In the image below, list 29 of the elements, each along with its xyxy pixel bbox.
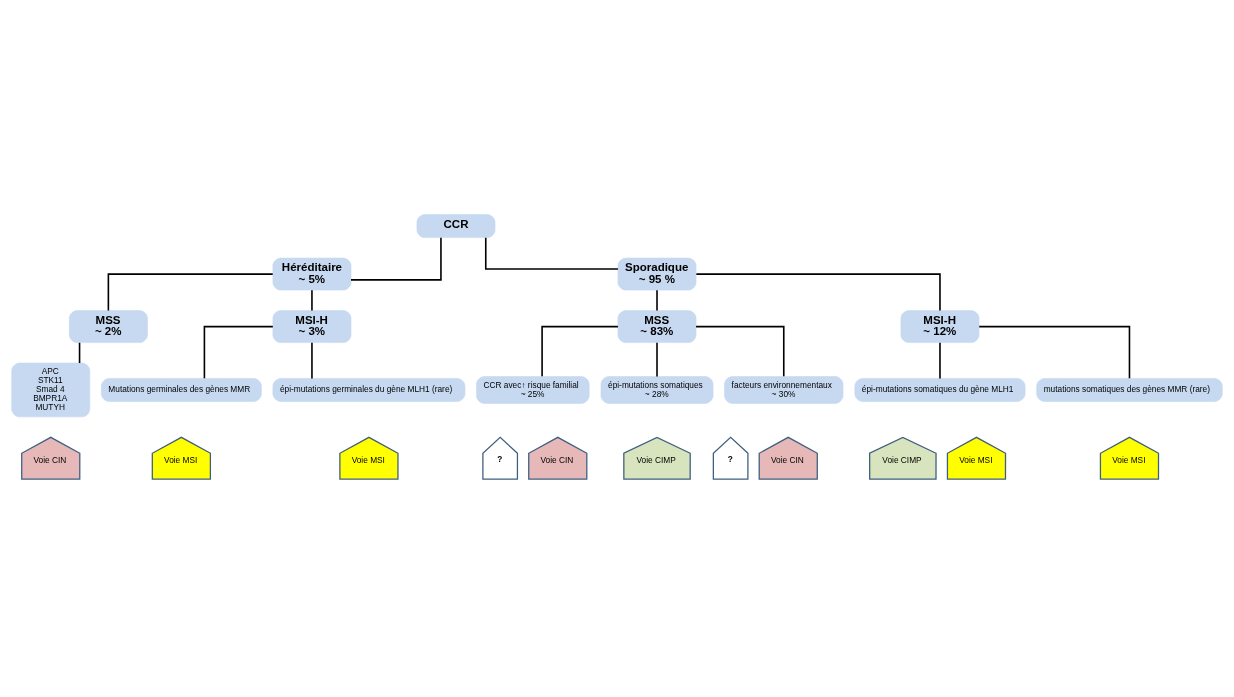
- node-box: CCR: [416, 213, 496, 238]
- connector: [939, 341, 941, 379]
- connector: [311, 341, 313, 379]
- node-box: Héréditaire ~ 5%: [272, 257, 352, 290]
- connector: [484, 236, 619, 270]
- node-box: CCR avec↑ risque familial ~ 25%: [476, 375, 590, 404]
- connector: [203, 325, 274, 379]
- node-box: APC STK11 Smad 4 BMPR1A MUTYH: [11, 362, 91, 417]
- node-box: MSS ~ 2%: [69, 309, 148, 343]
- connector: [695, 325, 785, 377]
- connector: [78, 341, 81, 364]
- connector: [656, 341, 658, 377]
- node-box: épi-mutations somatiques du gène MLH1: [854, 377, 1026, 402]
- node-box: épi-mutations germinales du gène MLH1 (rare): [272, 377, 466, 402]
- connector: [541, 325, 619, 377]
- node-box: facteurs environnementaux ~ 30%: [724, 375, 844, 404]
- node-box: épi-mutations somatiques ~ 28%: [600, 375, 714, 404]
- node-box: Mutations germinales des gènes MMR: [101, 377, 262, 402]
- node-box: mutations somatiques des gènes MMR (rare): [1036, 377, 1223, 402]
- connector: [107, 272, 274, 311]
- node-box: Sporadique ~ 95 %: [617, 257, 697, 290]
- node-box: MSI-H ~ 12%: [900, 309, 980, 343]
- node-box: MSS ~ 83%: [617, 309, 697, 343]
- connector: [695, 272, 941, 311]
- connector: [350, 236, 442, 281]
- node-box: MSI-H ~ 3%: [272, 309, 352, 343]
- connector: [311, 288, 313, 311]
- connector: [656, 288, 658, 311]
- connector: [978, 325, 1131, 379]
